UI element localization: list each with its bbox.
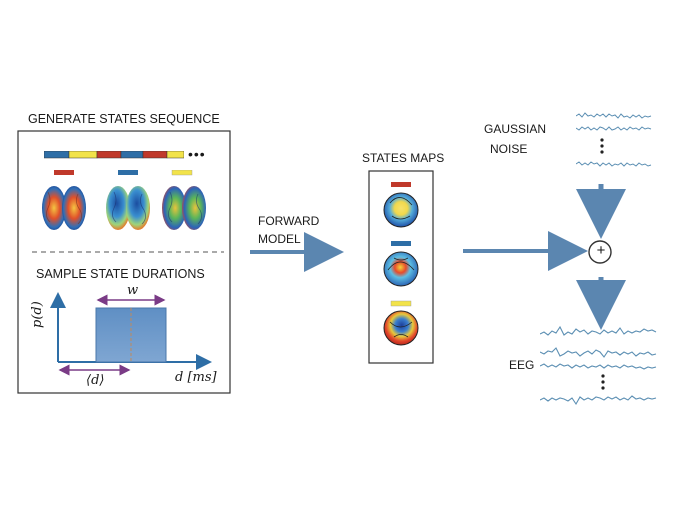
brain-topomap-icon: [162, 186, 206, 230]
durations-title: SAMPLE STATE DURATIONS: [36, 267, 205, 281]
brain-topomap-icon: [42, 186, 86, 230]
sum-symbol: +: [596, 242, 606, 259]
panel-title-generate: GENERATE STATES SEQUENCE: [28, 112, 220, 126]
eeg-traces: [540, 325, 657, 406]
noise-traces: [576, 112, 652, 167]
state-sequence-bar: [44, 151, 184, 159]
forward-model-label: FORWARD MODEL: [258, 214, 320, 246]
duration-plot: [50, 292, 212, 376]
brain-maps: [42, 170, 206, 230]
scalp-topomap-icon: [383, 310, 419, 346]
brain-topomap-icon: [106, 186, 150, 230]
eeg-trace-icon: [576, 112, 652, 167]
scalp-topomap-icon: [383, 251, 419, 287]
gaussian-noise-label: GAUSSIAN NOISE: [484, 122, 547, 156]
eeg-label: EEG: [509, 358, 535, 372]
scalp-topomap-icon: [383, 192, 419, 228]
states-maps-box: [368, 170, 434, 364]
plot-x-label: d [ms]: [175, 370, 217, 385]
eeg-trace-icon: [540, 325, 657, 406]
sum-node: [588, 240, 612, 264]
plot-width-label: w: [127, 283, 139, 298]
sequence-ellipsis: •••: [188, 146, 206, 162]
sum-icon: [588, 240, 612, 264]
states-maps-title: STATES MAPS: [362, 151, 445, 165]
plot-mean-label: ⟨d⟩: [86, 373, 105, 388]
